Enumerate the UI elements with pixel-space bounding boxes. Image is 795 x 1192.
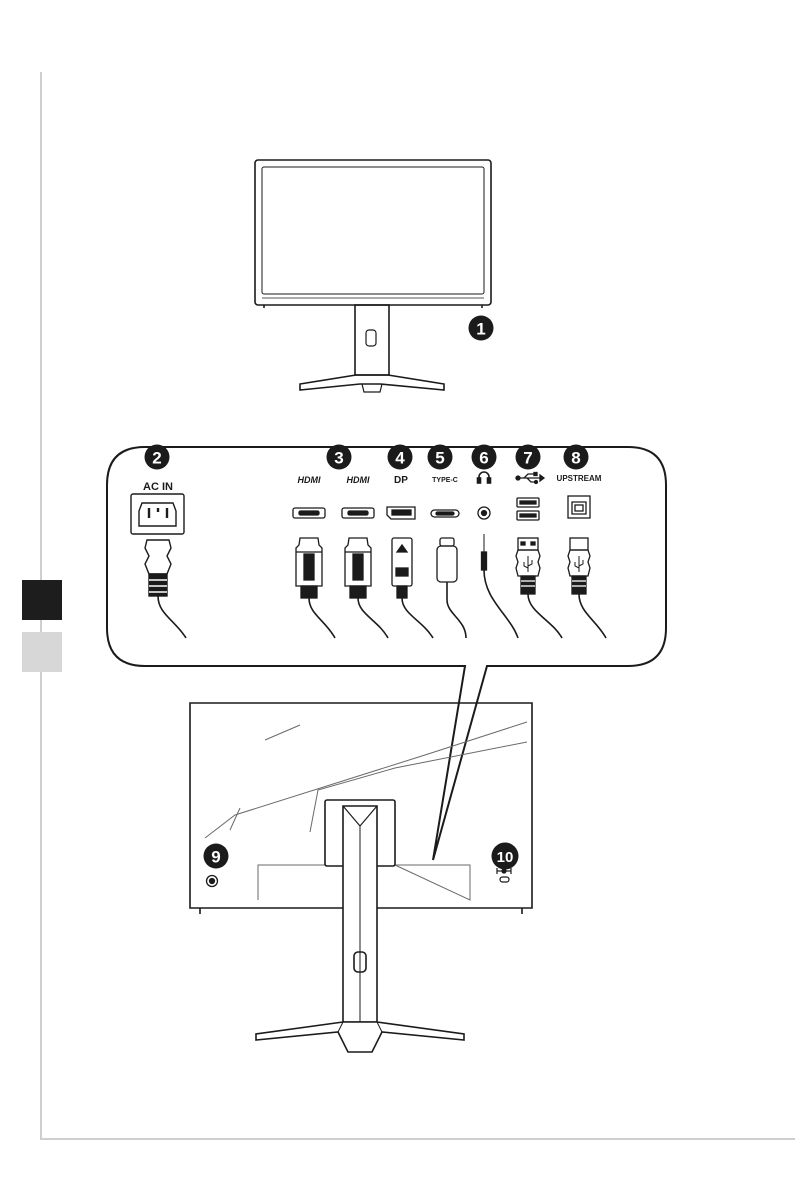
front-monitor-stand-base [300,375,444,390]
svg-text:5: 5 [435,449,444,468]
kensington-lock-icon [497,868,511,882]
type-c-label: TYPE-C [432,477,458,484]
svg-text:2: 2 [152,449,161,468]
svg-text:6: 6 [479,449,488,468]
svg-text:8: 8 [571,449,580,468]
front-monitor-neck [355,305,389,375]
callout-6: 6 [472,445,497,470]
callout-4: 4 [388,445,413,470]
front-monitor-screen [262,167,484,294]
front-monitor-bezel [255,160,491,305]
front-monitor-cable-hole [366,330,376,346]
callout-8: 8 [564,445,589,470]
svg-text:9: 9 [211,848,220,867]
callout-3: 3 [327,445,352,470]
callout-10: 10 [492,843,519,870]
svg-text:10: 10 [497,849,514,866]
ac-in-label: AC IN [143,481,173,493]
svg-text:7: 7 [523,449,532,468]
callout-2: 2 [145,445,170,470]
hdmi1-label: HDMI [298,475,321,485]
svg-text:3: 3 [334,449,343,468]
svg-text:4: 4 [395,449,405,468]
rear-joystick-button [207,876,218,887]
hdmi2-label: HDMI [347,475,370,485]
upstream-label: UPSTREAM [557,474,602,483]
callout-9: 9 [204,844,229,869]
svg-text:1: 1 [476,320,485,339]
callout-7: 7 [516,445,541,470]
front-monitor [255,160,491,392]
dp-label: DP [394,475,408,486]
callout-5: 5 [428,445,453,470]
callout-1: 1 [469,316,494,341]
rear-monitor-stand [256,806,464,1052]
